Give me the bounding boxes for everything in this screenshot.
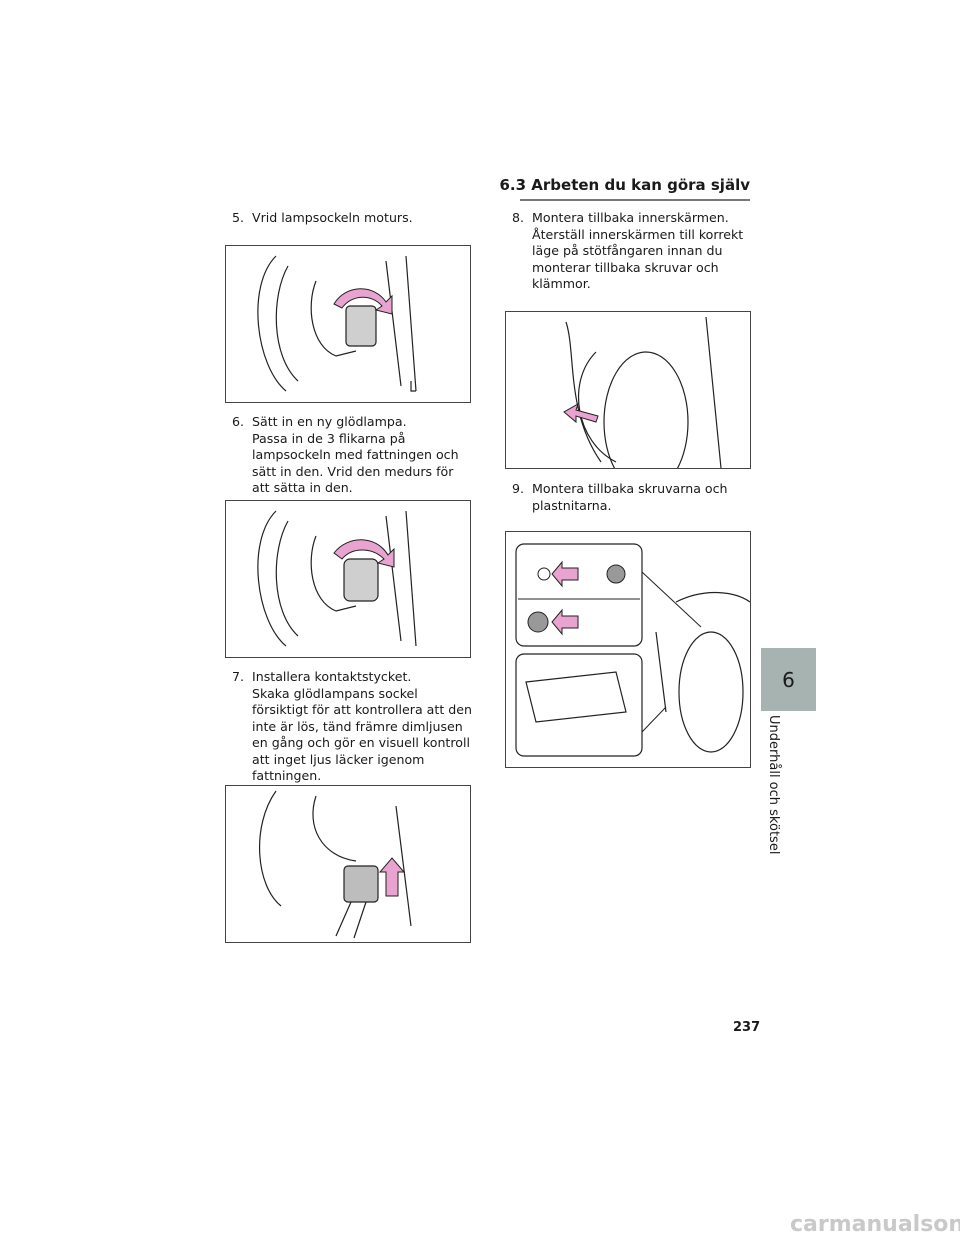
rotate-arrow: [333, 288, 393, 315]
chapter-number: 6: [782, 667, 795, 692]
left-arrow: [551, 608, 579, 636]
step-number: 5.: [232, 210, 245, 225]
step-6: 6. Sätt in en ny glödlampa. Passa in de 3…: [232, 414, 472, 497]
step-number: 6.: [232, 414, 245, 429]
step-number: 9.: [512, 481, 525, 496]
step-7: 7. Installera kontaktstycket. Skaka glödl…: [232, 669, 472, 785]
screws-illustration: [515, 543, 750, 757]
step-description: Skaka glödlampans sockel försiktigt för …: [252, 685, 472, 784]
step-5: 5. Vrid lampsockeln moturs.: [232, 210, 472, 227]
watermark: carmanualsonline.info: [790, 1212, 960, 1237]
step-title: Montera tillbaka innerskärmen.: [532, 210, 729, 225]
push-arrow: [378, 857, 406, 897]
bulb-illustration: [257, 510, 417, 647]
figure-insert-bulb: [225, 500, 471, 658]
section-header: 6.3 Arbeten du kan göra själv: [499, 176, 751, 194]
step-description: Passa in de 3 flikarna på lampsockeln me…: [252, 430, 459, 496]
header-divider: [520, 199, 750, 201]
liner-illustration: [563, 316, 722, 468]
step-title: Vrid lampsockeln moturs.: [252, 210, 413, 225]
chapter-tab[interactable]: 6: [761, 648, 816, 711]
connector-illustration: [259, 790, 412, 939]
socket-illustration: [257, 255, 417, 392]
step-title: Montera tillbaka skruvarna och plastnita…: [532, 481, 728, 513]
rotate-arrow: [333, 539, 395, 568]
step-9: 9. Montera tillbaka skruvarna och plastni…: [512, 481, 752, 514]
step-8: 8. Montera tillbaka innerskärmen. Återstä…: [512, 210, 752, 293]
figure-screws-rivets: [505, 531, 751, 768]
left-arrow: [551, 560, 579, 588]
step-title: Installera kontaktstycket.: [252, 669, 412, 684]
step-number: 7.: [232, 669, 245, 684]
chapter-title: Underhåll och skötsel: [766, 715, 781, 855]
page-number: 237: [733, 1020, 761, 1035]
figure-rotate-socket-ccw: [225, 245, 471, 403]
figure-refit-liner: [505, 311, 751, 469]
push-arrow: [563, 402, 599, 424]
figure-install-connector: [225, 785, 471, 943]
step-number: 8.: [512, 210, 525, 225]
step-title: Sätt in en ny glödlampa.: [252, 414, 407, 429]
step-description: Återställ innerskärmen till korrekt läge…: [532, 226, 744, 292]
